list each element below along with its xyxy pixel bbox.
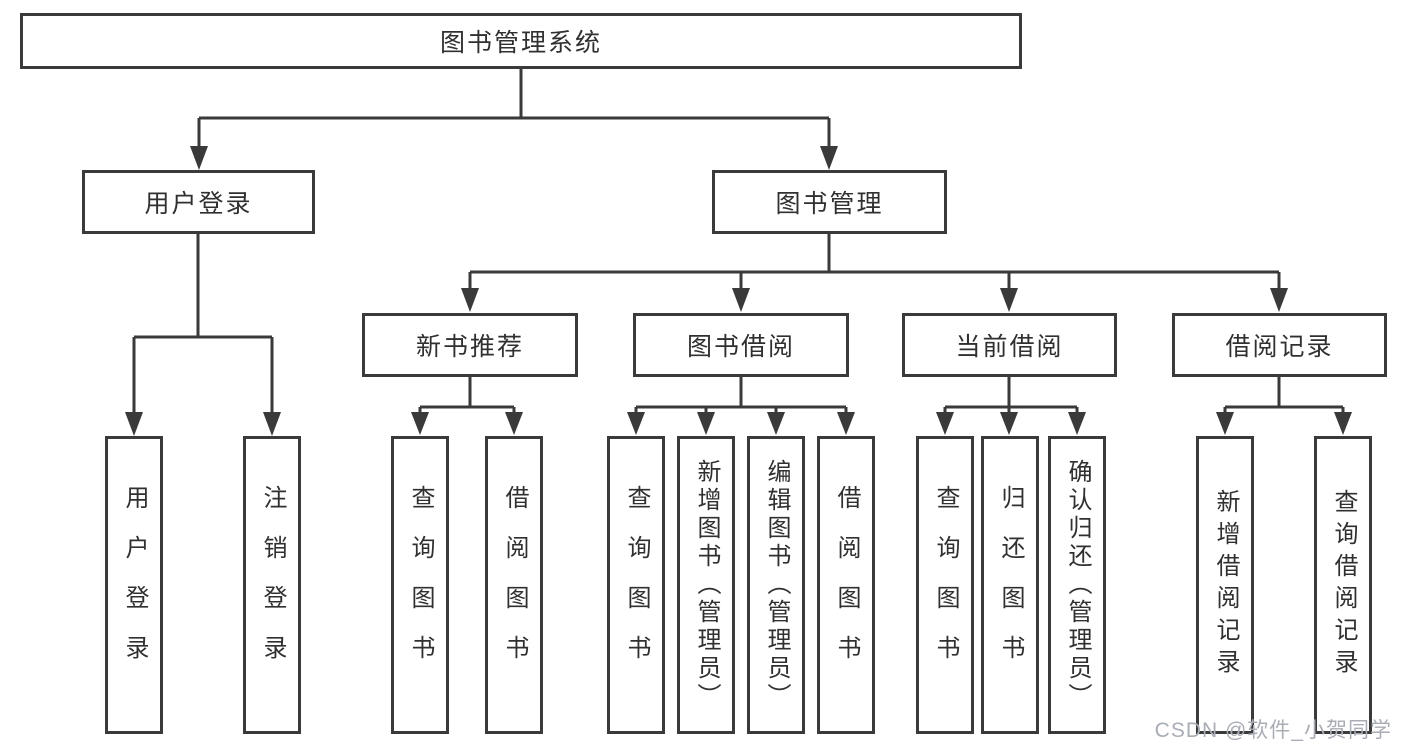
connector-borrow-records-children	[1216, 377, 1352, 435]
node-label: 新书推荐	[415, 333, 524, 361]
leaf-borrowing-borrow-books: 借阅图书	[817, 436, 875, 734]
leaf-label: 借阅图书	[833, 485, 860, 685]
node-user-login: 用户登录	[82, 170, 315, 234]
node-label: 用户登录	[144, 190, 253, 218]
connector-new-book-children	[411, 377, 523, 435]
leaf-label: 用户登录	[121, 485, 148, 685]
node-book-borrowing: 图书借阅	[633, 313, 849, 377]
connector-user-login-children	[125, 234, 281, 436]
leaf-label: 查询图书	[932, 485, 959, 685]
leaf-label: 归还图书	[997, 485, 1024, 685]
node-new-book-recommendation: 新书推荐	[362, 313, 578, 377]
leaf-label: 注销登录	[259, 485, 286, 685]
connector-root-to-level2	[190, 69, 838, 170]
connector-book-management-children	[461, 234, 1288, 312]
node-label: 借阅记录	[1225, 333, 1334, 361]
leaf-label: 借阅图书	[501, 485, 528, 685]
leaf-newbook-borrow-books: 借阅图书	[485, 436, 543, 734]
node-current-borrowing: 当前借阅	[902, 313, 1117, 377]
node-label: 当前借阅	[955, 333, 1064, 361]
leaf-current-return-books: 归还图书	[981, 436, 1039, 734]
leaf-label: 新增图书（管理员）	[693, 459, 720, 711]
leaf-newbook-query-books: 查询图书	[391, 436, 449, 734]
node-borrowing-records: 借阅记录	[1172, 313, 1387, 377]
leaf-records-query-borrow-record: 查询借阅记录	[1314, 436, 1372, 734]
leaf-logout: 注销登录	[243, 436, 301, 734]
leaf-label: 新增借阅记录	[1212, 489, 1239, 681]
node-library-management-system: 图书管理系统	[20, 13, 1022, 69]
leaf-current-confirm-return-admin: 确认归还（管理员）	[1048, 436, 1106, 734]
leaf-borrowing-query-books: 查询图书	[607, 436, 665, 734]
csdn-watermark: CSDN @软件_小贺同学	[1154, 719, 1392, 742]
leaf-borrowing-add-books-admin: 新增图书（管理员）	[677, 436, 735, 734]
leaf-user-login: 用户登录	[105, 436, 163, 734]
node-label: 图书管理系统	[439, 29, 602, 57]
node-label: 图书管理	[775, 190, 884, 218]
leaf-label: 查询图书	[407, 485, 434, 685]
leaf-label: 编辑图书（管理员）	[763, 459, 790, 711]
leaf-label: 确认归还（管理员）	[1064, 459, 1091, 711]
leaf-records-add-borrow-record: 新增借阅记录	[1196, 436, 1254, 734]
node-book-management: 图书管理	[712, 170, 947, 234]
leaf-label: 查询图书	[623, 485, 650, 685]
node-label: 图书借阅	[686, 333, 795, 361]
connector-book-borrow-children	[627, 377, 855, 435]
leaf-borrowing-edit-books-admin: 编辑图书（管理员）	[747, 436, 805, 734]
leaf-label: 查询借阅记录	[1330, 489, 1357, 681]
leaf-current-query-books: 查询图书	[916, 436, 974, 734]
connector-current-borrow-children	[936, 377, 1086, 435]
